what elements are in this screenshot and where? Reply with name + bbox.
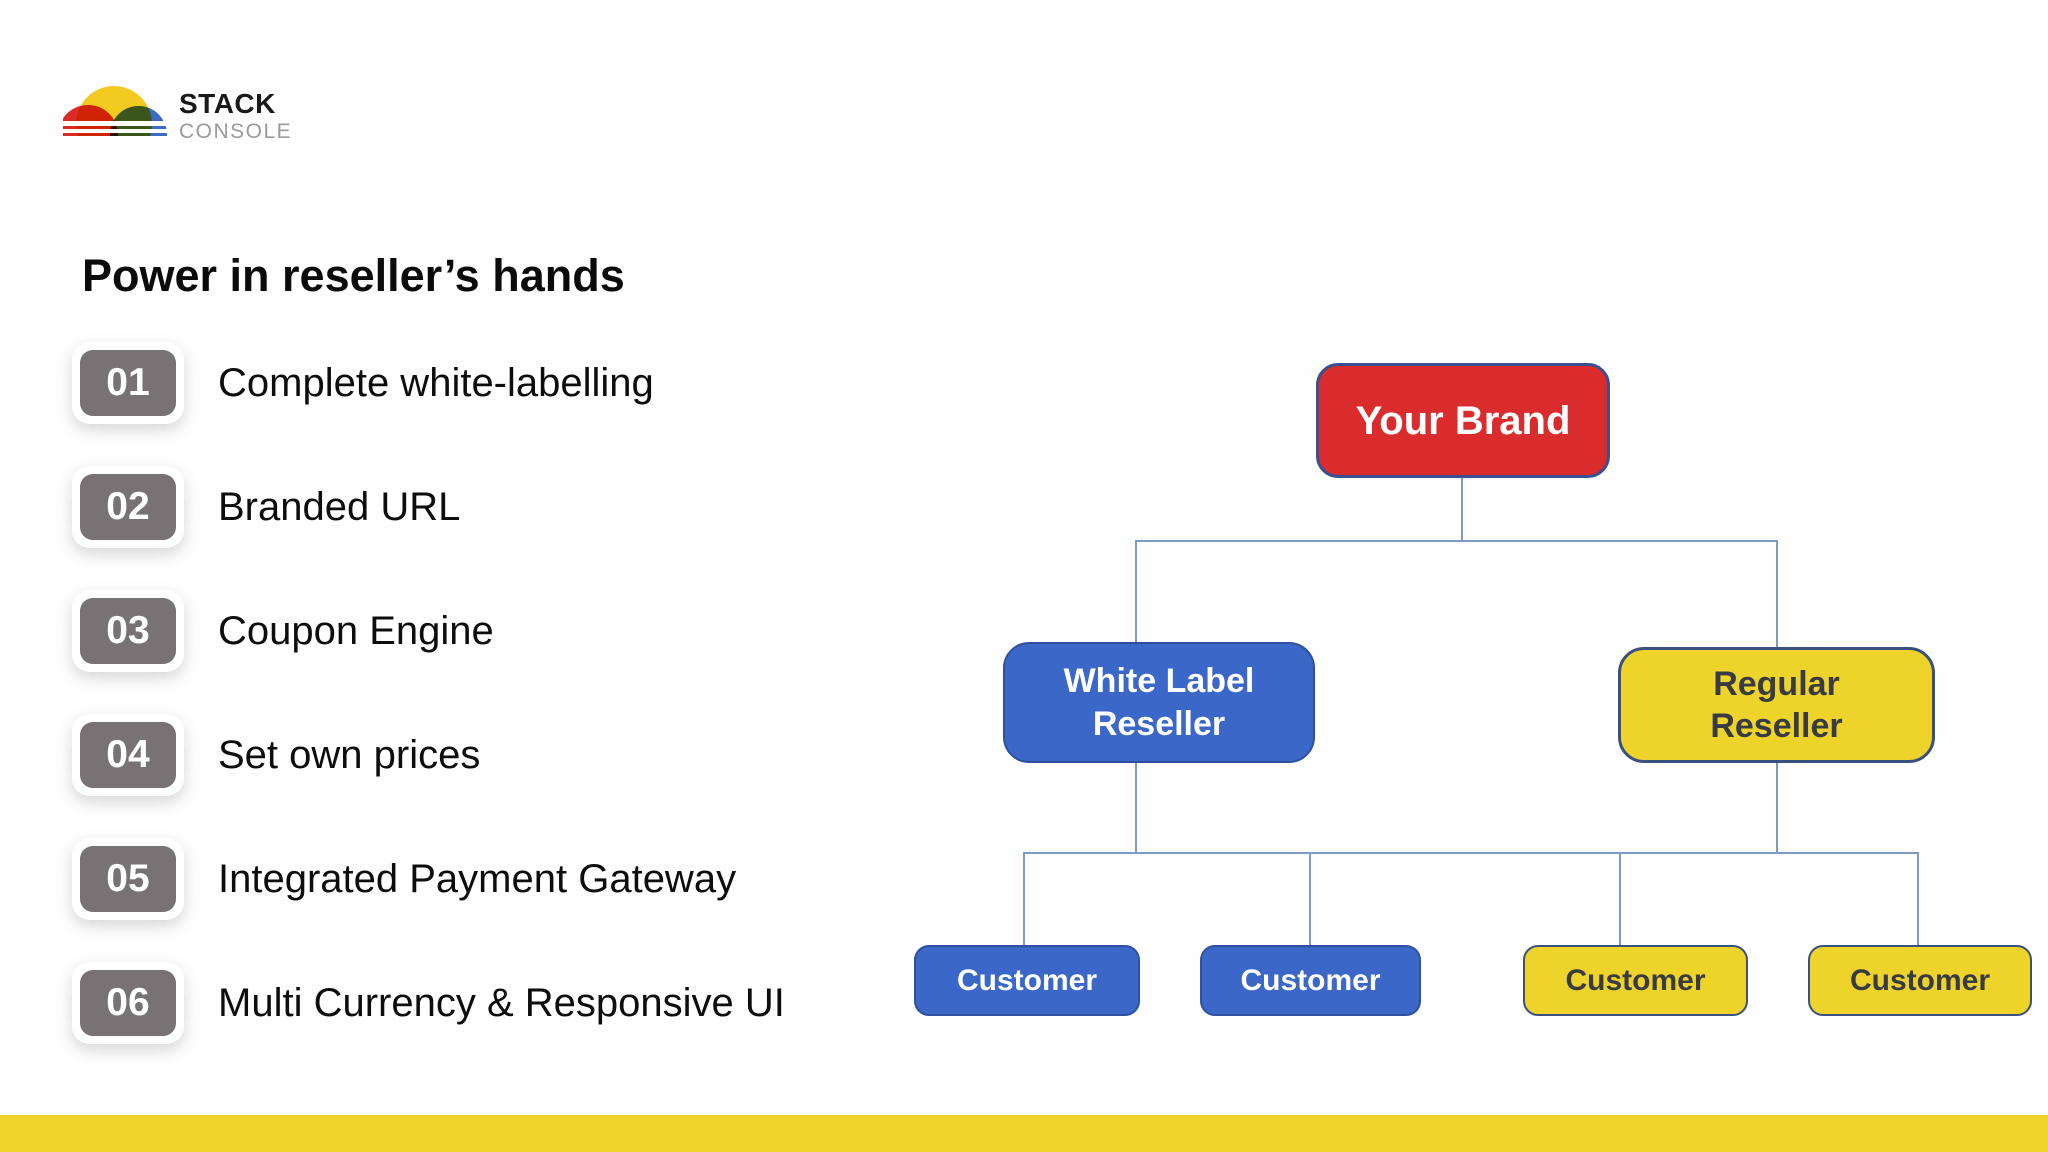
diagram-node-regular-reseller: Regular Reseller xyxy=(1618,647,1935,763)
node-label: Customer xyxy=(1240,963,1381,997)
connector-level1-horizontal xyxy=(1135,540,1778,542)
feature-item-1: 01 Complete white-labelling xyxy=(72,341,654,425)
connector-to-regular xyxy=(1776,540,1778,649)
diagram-node-customer-1: Customer xyxy=(914,945,1140,1016)
connector-to-customer-3 xyxy=(1619,852,1621,947)
connector-root-down xyxy=(1461,478,1463,541)
feature-label: Complete white-labelling xyxy=(218,360,654,405)
node-label: Customer xyxy=(956,963,1098,997)
feature-item-4: 04 Set own prices xyxy=(72,713,480,797)
logo-stripe xyxy=(63,121,167,126)
number-badge: 05 xyxy=(80,846,176,912)
feature-item-6: 06 Multi Currency & Responsive UI xyxy=(72,961,785,1045)
stack-console-logo: STACK CONSOLE xyxy=(63,84,292,142)
connector-level2-horizontal xyxy=(1023,852,1919,854)
node-label-line1: White Label xyxy=(1063,662,1255,700)
connector-regular-down xyxy=(1776,763,1778,854)
feature-label: Branded URL xyxy=(218,484,461,529)
feature-item-3: 03 Coupon Engine xyxy=(72,589,494,673)
logo-wordmark-stack: STACK xyxy=(179,88,276,119)
number-badge-card: 03 xyxy=(72,590,184,672)
number-badge: 06 xyxy=(80,970,176,1036)
feature-label: Integrated Payment Gateway xyxy=(218,856,737,901)
diagram-node-customer-4: Customer xyxy=(1808,945,2032,1016)
number-badge: 01 xyxy=(80,350,176,416)
diagram-node-white-label-reseller: White Label Reseller xyxy=(1003,642,1315,763)
number-badge-card: 04 xyxy=(72,714,184,796)
number-badge-card: 02 xyxy=(72,466,184,548)
logo-circles-icon xyxy=(63,84,167,136)
feature-item-2: 02 Branded URL xyxy=(72,465,460,549)
node-label: Customer xyxy=(1565,963,1706,997)
number-badge-card: 01 xyxy=(72,342,184,424)
node-label-line1: Regular xyxy=(1713,664,1840,703)
number-badge: 02 xyxy=(80,474,176,540)
logo-stripe xyxy=(63,129,167,133)
connector-to-white-label xyxy=(1135,540,1137,644)
node-label: Your Brand xyxy=(1355,398,1571,443)
diagram-node-customer-2: Customer xyxy=(1200,945,1421,1016)
number-badge: 03 xyxy=(80,598,176,664)
connector-to-customer-1 xyxy=(1023,852,1025,947)
node-label-line2: Reseller xyxy=(1092,704,1226,743)
number-badge-card: 05 xyxy=(72,838,184,920)
diagram-node-your-brand: Your Brand xyxy=(1316,363,1610,478)
diagram-node-customer-3: Customer xyxy=(1523,945,1748,1016)
footer-accent-bar xyxy=(0,1115,2048,1152)
feature-label: Set own prices xyxy=(218,732,481,777)
node-label: Customer xyxy=(1849,963,1991,997)
feature-label: Coupon Engine xyxy=(218,608,494,653)
connector-white-label-down xyxy=(1135,763,1137,854)
feature-item-5: 05 Integrated Payment Gateway xyxy=(72,837,736,921)
feature-label: Multi Currency & Responsive UI xyxy=(218,980,785,1025)
number-badge-card: 06 xyxy=(72,962,184,1044)
connector-to-customer-4 xyxy=(1917,852,1919,947)
number-badge: 04 xyxy=(80,722,176,788)
logo-wordmark-console: CONSOLE xyxy=(179,120,293,143)
page-title: Power in reseller’s hands xyxy=(82,250,625,301)
connector-to-customer-2 xyxy=(1309,852,1311,947)
node-label-line2: Reseller xyxy=(1710,707,1843,745)
